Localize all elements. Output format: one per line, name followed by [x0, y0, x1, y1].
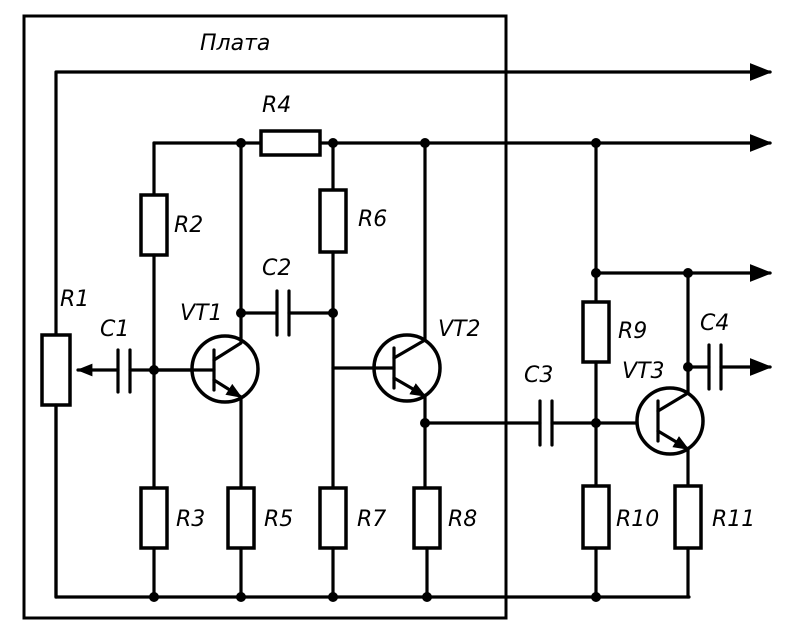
r11-resistor	[673, 484, 703, 550]
junction-dot	[149, 365, 159, 375]
junction-dot	[149, 592, 159, 602]
junction-dot	[591, 268, 601, 278]
r1-label: R1	[60, 287, 89, 312]
r7-resistor	[318, 486, 348, 550]
r6-label: R6	[358, 207, 387, 232]
r8-label: R8	[448, 507, 477, 532]
r7-label: R7	[357, 507, 386, 532]
board-label: Плата	[200, 31, 270, 56]
r4-resistor	[259, 129, 322, 157]
vt1-collector	[212, 141, 243, 362]
junction-dot	[420, 138, 430, 148]
r10-resistor	[581, 484, 611, 550]
junction-dot	[683, 362, 693, 372]
r5-label: R5	[264, 507, 293, 532]
junction-dot	[420, 418, 430, 428]
r3-label: R3	[176, 507, 205, 532]
r3-resistor	[139, 486, 169, 550]
r2-label: R2	[174, 213, 203, 238]
vt2-label: VT2	[438, 317, 481, 342]
junction-dot	[591, 138, 601, 148]
junction-dot	[328, 308, 338, 318]
r9-resistor	[581, 300, 611, 364]
junction-dot	[236, 138, 246, 148]
r1-resistor	[40, 333, 72, 407]
vt3-label: VT3	[622, 359, 665, 384]
vt3-collector	[656, 271, 690, 413]
r11-label: R11	[712, 507, 755, 532]
vt3-transistor	[635, 386, 705, 456]
c3-label: C3	[524, 363, 553, 388]
r9-label: R9	[618, 319, 647, 344]
junction-dot	[591, 418, 601, 428]
r8-resistor	[412, 486, 442, 550]
r10-label: R10	[616, 507, 659, 532]
vt3-emitter	[656, 429, 690, 451]
junction-dots	[149, 138, 693, 602]
r6-resistor	[318, 188, 348, 254]
vt2-emitter	[392, 376, 427, 398]
vt1-label: VT1	[180, 301, 223, 326]
r2-resistor	[139, 193, 169, 257]
c2-label: C2	[262, 256, 291, 281]
junction-dot	[591, 592, 601, 602]
r5-resistor	[226, 486, 256, 550]
junction-dot	[236, 308, 246, 318]
board-outline	[22, 14, 508, 620]
c4-label: C4	[700, 311, 729, 336]
junction-dot	[328, 592, 338, 602]
junction-dot	[422, 592, 432, 602]
vt1-emitter	[212, 378, 243, 399]
junction-dot	[328, 138, 338, 148]
junction-dot	[683, 268, 693, 278]
junction-dot	[236, 592, 246, 602]
c1-label: C1	[100, 317, 129, 342]
r4-label: R4	[262, 93, 291, 118]
vt2-collector	[392, 141, 427, 360]
